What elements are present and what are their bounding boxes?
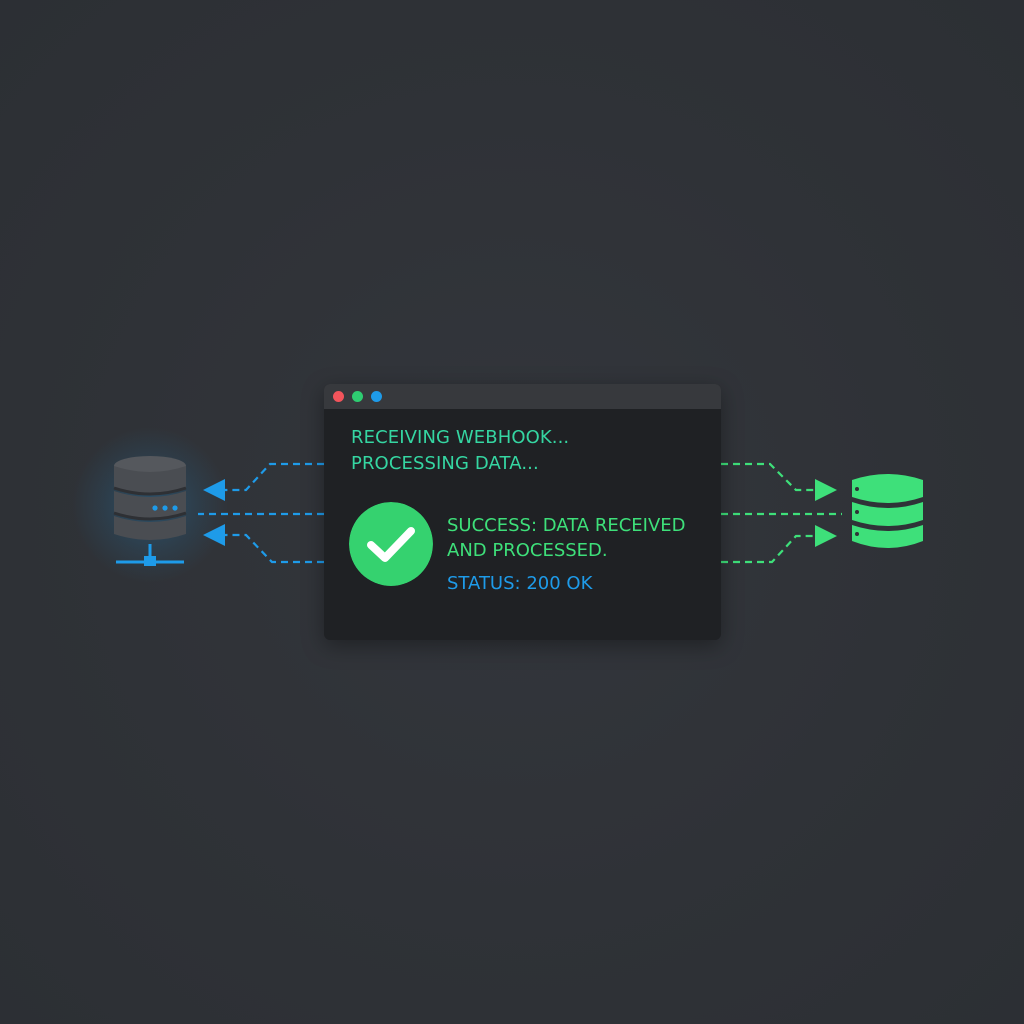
database-indicator-light: [855, 532, 859, 536]
webhook-status-window: RECEIVING WEBHOOK... PROCESSING DATA... …: [324, 384, 721, 640]
success-message-line-1: SUCCESS: DATA RECEIVED: [447, 515, 686, 536]
window-close-dot[interactable]: [333, 391, 344, 402]
destination-connector-lines: [721, 462, 842, 564]
source-connector-lines: [198, 462, 324, 564]
upper-forward-arrow: [721, 462, 837, 501]
database-indicator-light: [855, 487, 859, 491]
lower-forward-arrow: [721, 525, 837, 564]
server-indicator-light: [152, 505, 158, 511]
server-indicator-light: [172, 505, 178, 511]
server-indicator-light: [162, 505, 168, 511]
checkmark-circle-icon: [349, 502, 433, 586]
success-message-line-2: AND PROCESSED.: [447, 540, 608, 561]
window-maximize-dot[interactable]: [371, 391, 382, 402]
window-titlebar: [324, 384, 721, 409]
status-code: STATUS: 200 OK: [447, 573, 593, 594]
log-line-processing: PROCESSING DATA...: [351, 453, 539, 474]
success-message: SUCCESS: DATA RECEIVED AND PROCESSED.: [447, 513, 686, 563]
lower-return-arrow: [203, 524, 324, 564]
window-minimize-dot[interactable]: [352, 391, 363, 402]
upper-return-arrow: [203, 462, 324, 501]
source-server-icon: [72, 427, 228, 583]
log-line-receiving: RECEIVING WEBHOOK...: [351, 427, 570, 448]
destination-database-icon: [852, 474, 923, 548]
database-indicator-light: [855, 510, 859, 514]
